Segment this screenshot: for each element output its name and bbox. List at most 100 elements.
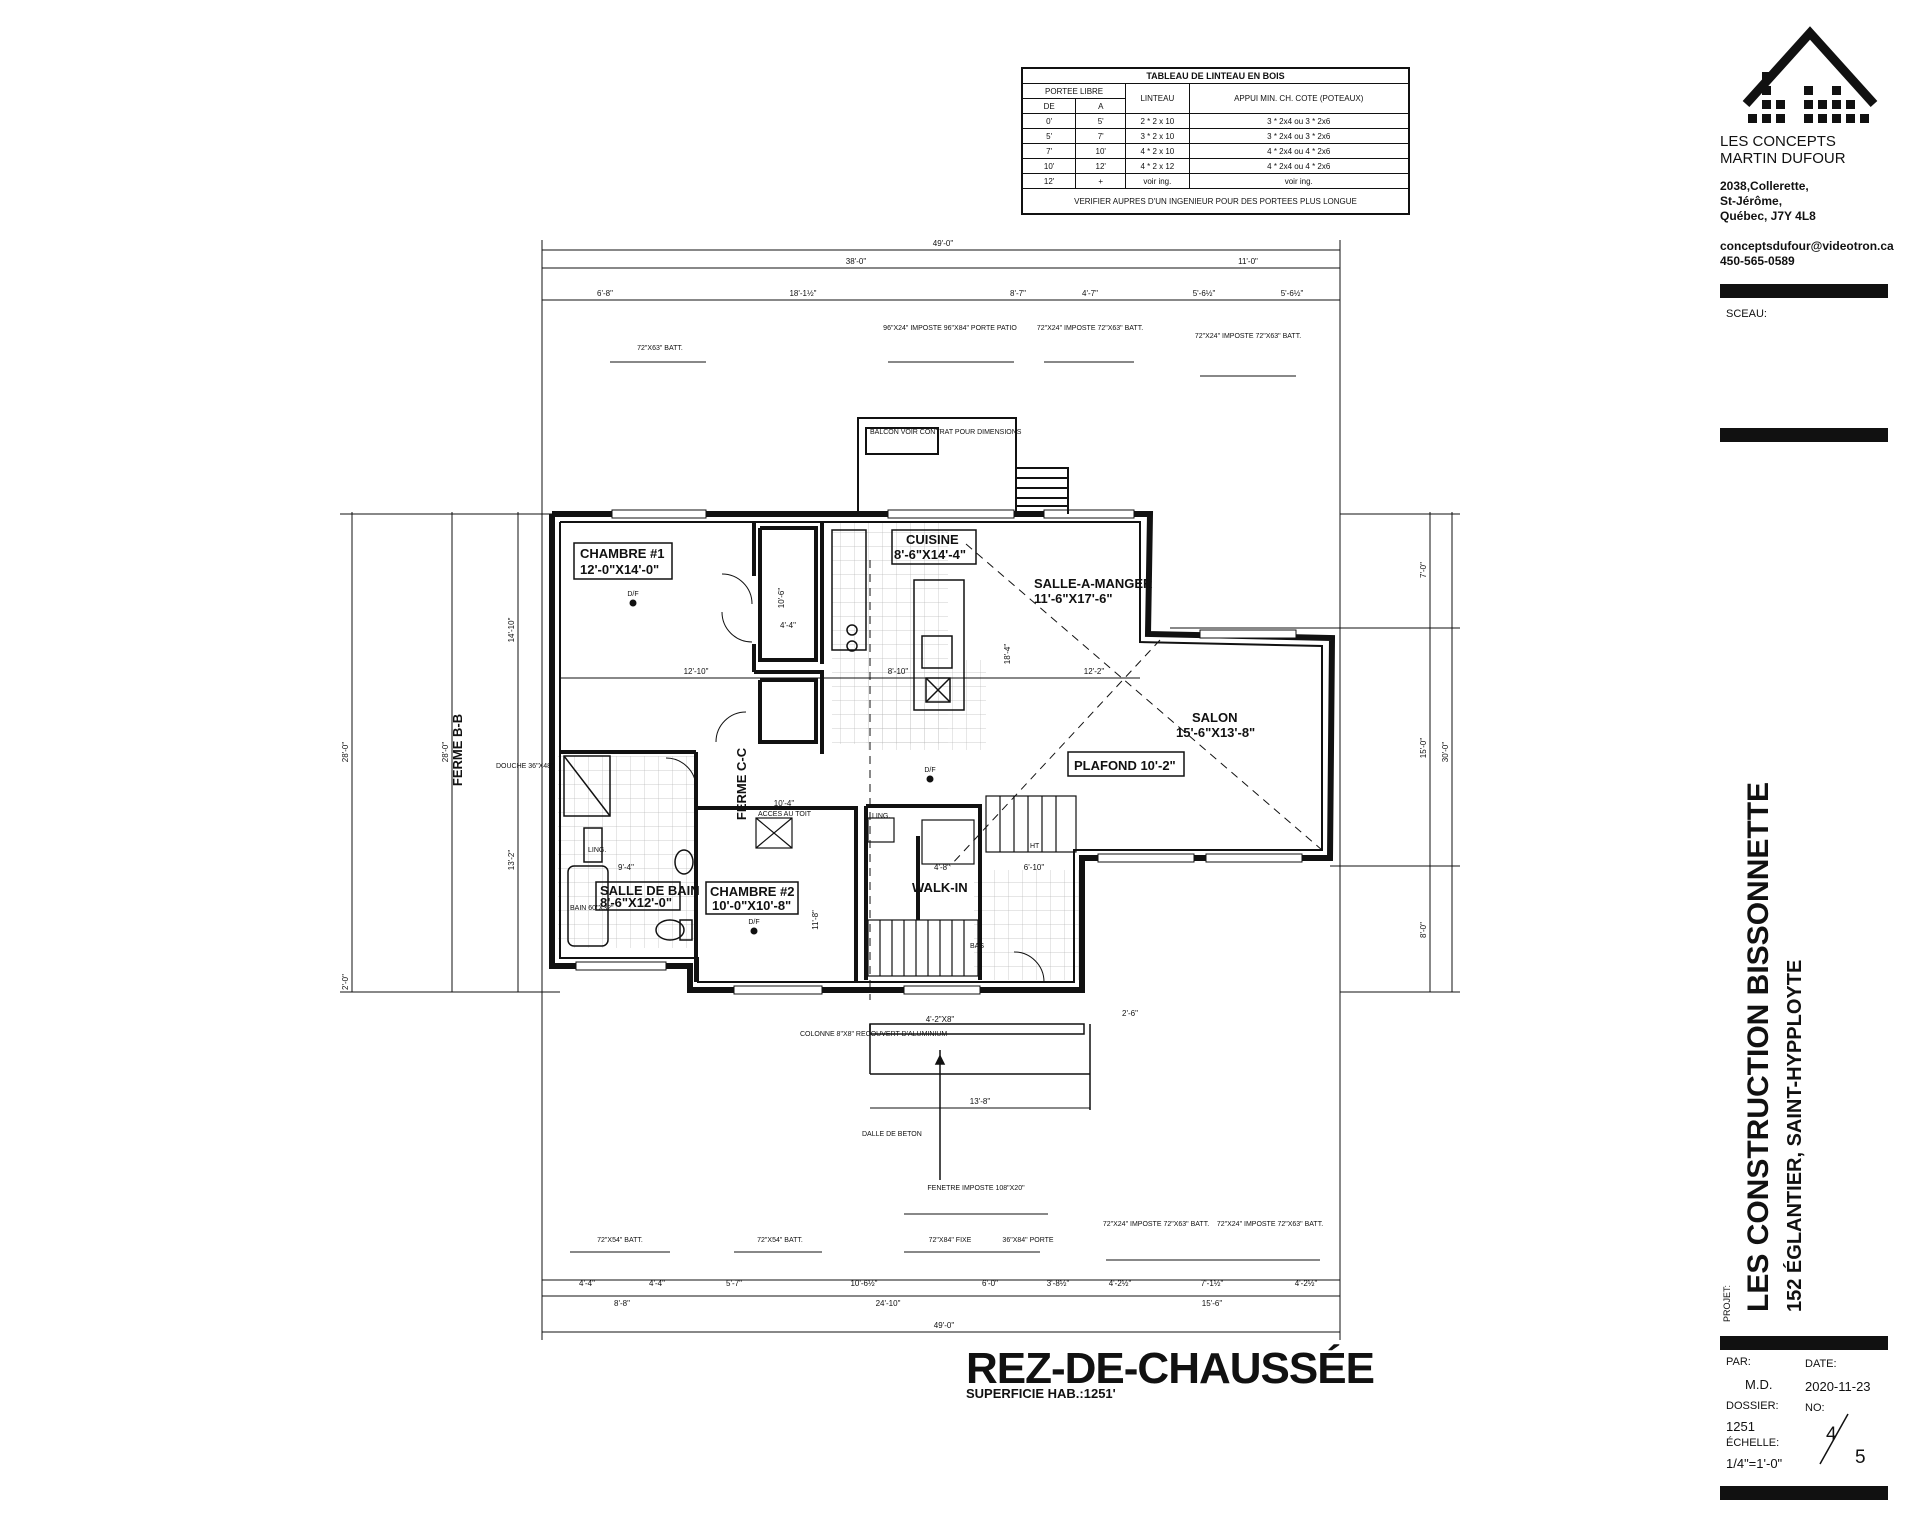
stairs	[867, 795, 1077, 977]
drawing-title: REZ-DE-CHAUSSÉE	[966, 1344, 1375, 1393]
dossier-value: 1251	[1726, 1419, 1755, 1434]
dim-12-2: 12'-2"	[1084, 667, 1105, 676]
dossier-label: DOSSIER:	[1726, 1400, 1779, 1412]
dim-10-6: 10'-6"	[777, 588, 786, 609]
entry-tile	[974, 870, 1082, 980]
dim-porch: 13'-8"	[970, 1097, 991, 1106]
par-label: PAR:	[1726, 1356, 1751, 1368]
date-value: 2020-11-23	[1805, 1379, 1871, 1394]
room-chambre1-dim: 12'-0"X14'-0"	[580, 562, 659, 577]
dim-porch-2-6: 2'-6"	[1122, 1009, 1138, 1018]
dim-left-13: 13'-2"	[507, 850, 516, 871]
dim-right-7: 7'-0"	[1419, 562, 1428, 578]
echelle-value: 1/4"=1'-0"	[1726, 1456, 1783, 1471]
window-bot-3: 72"X84" FIXE	[929, 1237, 972, 1244]
dim-bot-j: 8'-8"	[614, 1299, 630, 1308]
kitchen-fixtures	[831, 529, 965, 711]
dim-top-f: 5'-6½"	[1281, 289, 1304, 298]
address-line: St-Jérôme,	[1720, 194, 1783, 208]
dim-top-11: 11'-0"	[1238, 257, 1258, 266]
dim-8-10: 8'-10"	[888, 667, 909, 676]
company-email: conceptsdufour@videotron.ca	[1720, 239, 1894, 253]
dim-top-c: 8'-7"	[1010, 289, 1026, 298]
smoke-detector-icons	[629, 599, 934, 935]
titleblock-bar	[1720, 428, 1888, 442]
room-sam-name: SALLE-A-MANGER	[1034, 576, 1153, 591]
ferme-bb-label: FERME B-B	[450, 714, 465, 786]
dim-4-4: 4'-4"	[780, 621, 796, 630]
ht-label: HT	[1030, 843, 1040, 850]
window-top-3: 72"X24" IMPOSTE 72"X63" BATT.	[1037, 325, 1143, 332]
dim-bot-b: 4'-4"	[649, 1279, 665, 1288]
dim-right-15: 15'-0"	[1419, 738, 1428, 759]
room-walkin: WALK-IN	[912, 880, 968, 895]
echelle-label: ÉCHELLE:	[1726, 1437, 1780, 1449]
room-sdb-dim: 8'-6"X12'-0"	[600, 895, 672, 910]
company-name-line1: LES CONCEPTS	[1720, 133, 1836, 150]
bathroom-tile	[558, 756, 696, 948]
windows	[575, 509, 1303, 995]
sheet-total: 5	[1855, 1447, 1866, 1468]
dim-18-4: 18'-4"	[1003, 644, 1012, 665]
dim-9-4: 9'-4"	[618, 863, 634, 872]
titleblock-bar	[1720, 1486, 1888, 1500]
df-chambre1: D/F	[627, 591, 638, 598]
table-row: 12'+voir ing.voir ing.	[1021, 173, 1410, 189]
fenetre-imposte: FENETRE IMPOSTE 108"X20"	[927, 1185, 1025, 1192]
window-bot-6: 72"X24" IMPOSTE 72"X63" BATT.	[1217, 1221, 1323, 1228]
room-sam-dim: 11'-6"X17'-6"	[1034, 591, 1113, 606]
dim-left-28: 28'-0"	[341, 742, 350, 763]
window-top-2: 96"X24" IMPOSTE 96"X84" PORTE PATIO	[883, 325, 1017, 332]
exterior-wall-inner	[559, 521, 1323, 983]
plafond-label: PLAFOND 10'-2"	[1074, 758, 1176, 773]
window-top-4: 72"X24" IMPOSTE 72"X63" BATT.	[1195, 333, 1301, 340]
douche-label: DOUCHE 36"X48"	[496, 763, 554, 770]
dim-11-8: 11'-8"	[811, 910, 820, 930]
window-bot-1: 72"X54" BATT.	[597, 1237, 643, 1244]
dim-left-28b: 28'-0"	[441, 742, 450, 763]
ling-label: LING.	[588, 847, 606, 854]
room-sdb-name: SALLE DE BAIN	[600, 883, 700, 898]
dim-top-b: 18'-1½"	[789, 289, 816, 298]
address-line: Québec, J7Y 4L8	[1720, 209, 1816, 223]
ferme-cc-label: FERME C-C	[734, 747, 749, 820]
address-line: 2038,Collerette,	[1720, 179, 1809, 193]
dim-bot-c: 5'-7"	[726, 1279, 742, 1288]
dim-bot-total: 49'-0"	[934, 1321, 955, 1330]
df-hall: D/F	[924, 767, 935, 774]
company-name: LES CONCEPTS MARTIN DUFOUR	[1720, 133, 1846, 167]
company-address: 2038,Collerette, St-Jérôme, Québec, J7Y …	[1720, 179, 1816, 224]
dim-top-d: 4'-7"	[1082, 289, 1098, 298]
dim-right-8: 8'-0"	[1419, 922, 1428, 938]
dim-bot-k: 24'-10"	[876, 1299, 901, 1308]
no-label: NO:	[1805, 1402, 1825, 1414]
lintel-h-linteau: LINTEAU	[1125, 83, 1190, 114]
dim-top-38: 38'-0"	[846, 257, 867, 266]
dim-bot-g: 4'-2½"	[1109, 1279, 1132, 1288]
cell: voir ing.	[1125, 173, 1190, 189]
dim-bot-d: 10'-6½"	[850, 1279, 877, 1288]
dim-right-30: 30'-0"	[1441, 742, 1450, 763]
dim-12-10: 12'-10"	[684, 667, 709, 676]
dim-top-e: 5'-6½"	[1193, 289, 1216, 298]
room-salon-name: SALON	[1192, 710, 1238, 725]
ling-label-2: LING.	[872, 813, 890, 820]
closets	[755, 817, 975, 865]
bas-label: BAS	[970, 943, 984, 950]
dim-bot-f: 3'-8½"	[1047, 1279, 1070, 1288]
room-chambre2-name: CHAMBRE #2	[710, 884, 795, 899]
dim-left-14: 14'-10"	[507, 617, 516, 642]
dim-left-2: 2'-0"	[341, 974, 350, 990]
company-phone: 450-565-0589	[1720, 254, 1795, 268]
dim-porch-beam: 4'-2"X8"	[926, 1015, 955, 1024]
dim-bot-l: 15'-6"	[1202, 1299, 1223, 1308]
dim-4-8: 4'-8"	[934, 863, 950, 872]
titleblock-bar	[1720, 284, 1888, 298]
dim-top-a: 6'-8"	[597, 289, 613, 298]
cell: voir ing.	[1188, 173, 1410, 189]
dim-bot-h: 7'-1½"	[1201, 1279, 1224, 1288]
room-cuisine-dim: 8'-6"X14'-4"	[894, 547, 966, 562]
